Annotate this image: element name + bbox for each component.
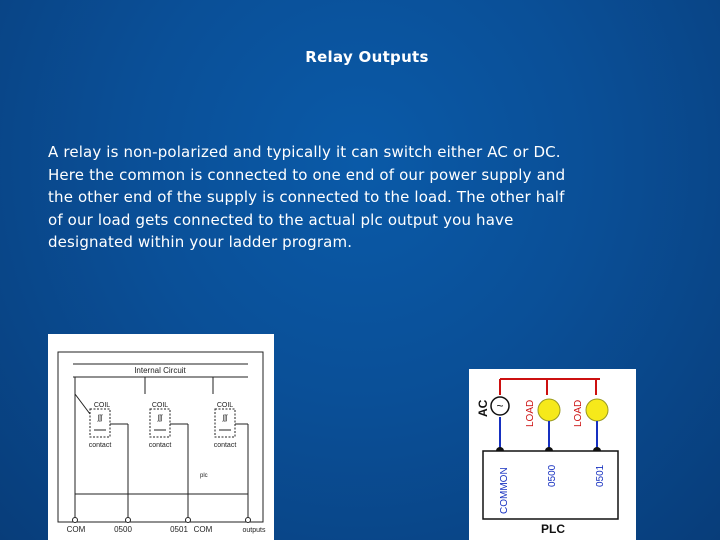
coil-label: COIL xyxy=(152,402,168,409)
body-line: Here the common is connected to one end … xyxy=(48,165,566,184)
ac-source-symbol: ~ xyxy=(496,399,503,413)
relay-unit-2: COIL ʃʃʃ contact xyxy=(149,402,172,449)
relay-box xyxy=(89,408,111,438)
slide-body-text: A relay is non-polarized and typically i… xyxy=(48,141,688,254)
contact-label: contact xyxy=(149,442,172,449)
slide-title: Relay Outputs xyxy=(305,48,429,66)
terminal-label-common: COMMON xyxy=(499,467,510,514)
terminal-label-com: COM xyxy=(67,525,86,534)
coil-symbol: ʃʃʃ xyxy=(97,415,104,422)
body-line: the other end of the supply is connected… xyxy=(48,188,565,206)
ac-source-icon xyxy=(490,396,510,416)
wire xyxy=(74,393,91,415)
terminal-label-outputs: outputs xyxy=(243,527,266,534)
terminal-label-com-2: COM xyxy=(194,525,213,534)
internal-circuit-header: Internal Circuit xyxy=(134,366,186,375)
terminal-dot xyxy=(185,517,191,523)
body-line: designated within your ladder program. xyxy=(48,233,353,251)
plc-label: PLC xyxy=(541,522,565,536)
terminal-label-0500: 0500 xyxy=(547,464,558,487)
terminal-label-0500: 0500 xyxy=(114,525,132,534)
terminal-label-0501: 0501 xyxy=(595,464,606,487)
coil-symbol: ʃʃʃ xyxy=(222,415,229,422)
body-line: of our load gets connected to the actual… xyxy=(48,210,514,229)
coil-symbol: ʃʃʃ xyxy=(157,415,164,422)
contact-label: contact xyxy=(89,442,112,449)
load-label: LOAD xyxy=(525,400,536,427)
terminal-dot xyxy=(125,517,131,523)
load-label: LOAD xyxy=(573,400,584,427)
terminal-label-0501: 0501 xyxy=(170,525,188,534)
plc-mark: plc xyxy=(200,473,208,479)
relay-box xyxy=(214,408,236,438)
relay-unit-3: COIL ʃʃʃ contact xyxy=(214,402,237,449)
load-lamp-icon xyxy=(537,398,561,422)
relay-box xyxy=(149,408,171,438)
coil-label: COIL xyxy=(94,402,110,409)
terminal-dot xyxy=(245,517,251,523)
plc-wiring-diagram: ~ AC LOAD LOAD COMMON 0500 0501 PLC xyxy=(469,369,636,540)
plc-box xyxy=(482,450,619,520)
ac-label: AC xyxy=(476,399,490,417)
plc-wiring-svg: ~ AC LOAD LOAD COMMON 0500 0501 PLC xyxy=(476,378,619,536)
load-lamp-icon xyxy=(585,398,609,422)
internal-circuit-diagram: Internal Circuit COIL ʃʃʃ contact COIL ʃ… xyxy=(48,334,274,540)
contact-label: contact xyxy=(214,442,237,449)
diagram-frame xyxy=(57,351,264,523)
relay-unit-1: COIL ʃʃʃ contact xyxy=(89,402,112,449)
body-line: A relay is non-polarized and typically i… xyxy=(48,143,561,161)
terminal-dot xyxy=(72,517,78,523)
coil-label: COIL xyxy=(217,402,233,409)
internal-circuit-svg: Internal Circuit COIL ʃʃʃ contact COIL ʃ… xyxy=(57,351,266,534)
